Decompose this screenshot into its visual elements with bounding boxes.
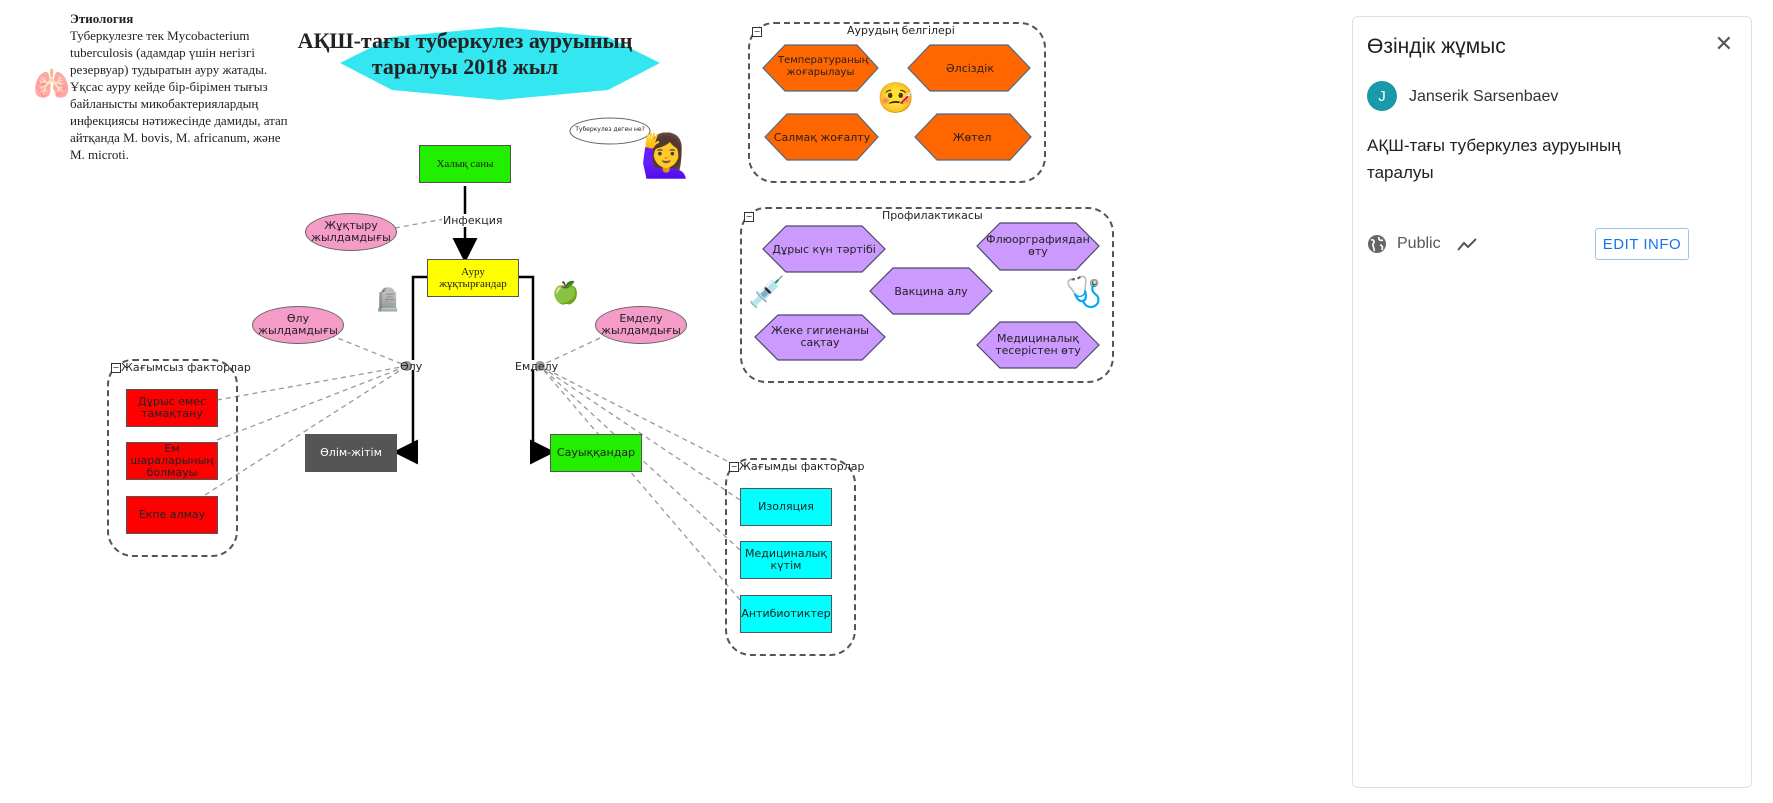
author-name[interactable]: Janserik Sarsenbaev [1409,88,1559,105]
prevention-vaccine-shape [869,267,993,315]
negative-factors-title: Жағымсыз факторлар [121,361,251,374]
etiology-body: Туберкулезге тек Mycobacterium tuberculo… [70,28,288,162]
trend-icon[interactable] [1457,236,1477,252]
etiology-heading: Этиология [70,11,134,26]
model-title: АҚШ-тағы туберкулез ауруының таралуы [1367,136,1621,182]
symptom-weight-loss[interactable]: Салмақ жоғалту [773,131,871,144]
flow-treatment [519,275,550,452]
negative-factor-no-vaccine[interactable]: Екпе алмау [126,496,218,534]
death-flow-label[interactable]: Өлу [400,360,423,373]
edit-info-button[interactable]: EDIT INFO [1595,228,1689,260]
symptom-weightloss-shape [764,113,879,161]
model-info-panel: Өзіндік жұмыс ✕ J Janserik Sarsenbaev АҚ… [1352,16,1752,788]
prevention-fluoro-shape [976,222,1100,271]
author-avatar[interactable]: J [1367,81,1397,111]
speech-bubble-shape [569,117,651,145]
positive-factor-medical-care[interactable]: Медициналық күтім [740,541,832,579]
treatment-rate-node[interactable]: Емделу жылдамдығы [595,306,687,344]
close-icon[interactable]: ✕ [1714,31,1733,56]
deaths-node[interactable]: Өлім-жітім [305,434,397,472]
prevention-hygiene-shape [754,314,886,361]
prevention-checkup-shape [976,321,1100,369]
prevention-routine-shape [762,225,886,273]
prevention-medical-checkup[interactable]: Медициналық тесерістен өту [995,332,1081,357]
flow-death [398,275,427,452]
symptoms-collapse-toggle[interactable]: − [752,27,762,37]
prevention-collapse-toggle[interactable]: − [744,212,754,222]
stethoscope-icon: 🩺 [1065,275,1103,310]
tombstone-icon: 🪦 [374,288,402,313]
prevention-group[interactable] [740,207,1114,383]
symptoms-group[interactable] [748,22,1046,183]
speech-bubble-text: Туберкулез деген не? [575,126,645,133]
negative-factors-group[interactable] [107,359,238,557]
person-raising-hand-icon: 🙋‍♀️ [640,131,693,180]
recovered-node[interactable]: Сауыққандар [550,434,642,472]
symptom-cough-shape [914,113,1032,161]
panel-title: Өзіндік жұмыс [1367,35,1506,58]
syringe-icon: 💉 [748,275,786,310]
infection-rate-node[interactable]: Жұқтыру жылдамдығы [305,213,397,251]
symptom-weakness[interactable]: Әлсіздік [946,62,994,75]
death-rate-node[interactable]: Өлу жылдамдығы [252,306,344,344]
infected-node[interactable]: Ауру жұқтырғандар [427,259,519,297]
positive-factors-collapse-toggle[interactable]: − [729,462,739,472]
title-banner-shape [340,27,660,100]
symptom-fever[interactable]: Температураның жоғарылауы [778,55,869,78]
population-node[interactable]: Халық саны [419,145,511,183]
negative-factors-collapse-toggle[interactable]: − [111,363,121,373]
prevention-hygiene[interactable]: Жеке гигиенаны сақтау [771,324,869,349]
diagram-title[interactable]: АҚШ-тағы туберкулез ауруының таралуы 201… [297,28,633,79]
face-with-thermometer-icon: 🤒 [877,81,915,116]
lungs-icon: 🫁 [33,67,71,102]
etiology-note: Этиология Туберкулезге тек Mycobacterium… [70,10,290,163]
prevention-title: Профилактикасы [882,209,983,222]
prevention-vaccination[interactable]: Вакцина алу [894,285,968,298]
treatment-flow-label[interactable]: Емделу [515,360,559,373]
symptoms-title: Аурудың белгілері [847,24,955,37]
positive-factors-group[interactable] [725,458,856,656]
negative-factor-nutrition[interactable]: Дұрыс емес тамақтану [126,389,218,427]
symptom-cough[interactable]: Жөтел [952,131,992,144]
visibility-label[interactable]: Public [1397,235,1441,252]
positive-factor-antibiotics[interactable]: Антибиотиктер [740,595,832,633]
positive-factor-isolation[interactable]: Изоляция [740,488,832,526]
negative-factor-no-treatment[interactable]: Ем шараларының болмауы [126,442,218,480]
symptom-weakness-shape [907,44,1031,92]
prevention-fluorography[interactable]: Флюорграфиядан өту [986,233,1090,258]
globe-icon [1368,235,1386,253]
prevention-daily-routine[interactable]: Дұрыс күн тәртібі [772,243,876,256]
infection-flow-label[interactable]: Инфекция [442,214,504,227]
symptom-fever-shape [762,44,879,92]
green-apple-icon: 🍏 [552,281,580,306]
diagram-canvas[interactable]: Этиология Туберкулезге тек Mycobacterium… [0,0,1180,803]
positive-factors-title: Жағымды факторлар [739,460,865,473]
